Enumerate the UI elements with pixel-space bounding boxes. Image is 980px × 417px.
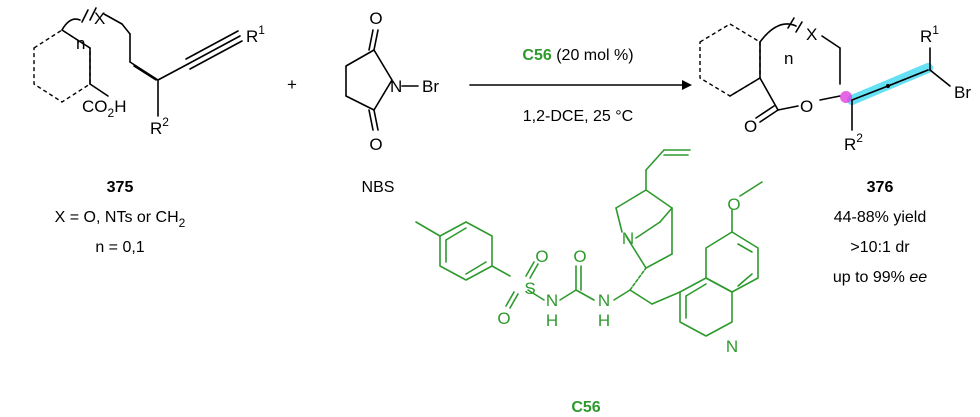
nbs-structure — [345, 29, 419, 131]
product-yield: 44-88% yield — [834, 209, 927, 226]
catalyst-o2: O — [497, 309, 510, 328]
product-n-label: n — [784, 49, 793, 68]
product-br-label: Br — [954, 83, 971, 102]
product-ee: up to 99% ee — [833, 269, 927, 286]
reactant-n-label: n — [76, 34, 85, 53]
catalyst-label: C56 — [571, 399, 600, 416]
stereocenter-highlight — [840, 91, 852, 103]
catalyst-methoxy-o: O — [727, 195, 740, 214]
catalyst-o1: O — [535, 247, 548, 266]
reactant-r2-label: R2 — [150, 115, 169, 138]
catalyst-o3: O — [573, 247, 586, 266]
product-dr: >10:1 dr — [850, 239, 910, 256]
catalyst-c56-structure — [415, 149, 763, 337]
nbs-o-top: O — [369, 9, 382, 28]
arrow-catalyst-text: C56 (20 mol %) — [522, 47, 633, 64]
plus-sign: + — [287, 75, 297, 94]
reactant-dashed-ring — [33, 29, 91, 103]
reactant-x-definition: X = O, NTs or CH2 — [55, 209, 186, 230]
catalyst-nh2-n: N — [598, 291, 610, 310]
product-dashed-ring — [699, 23, 761, 97]
catalyst-quinoline-n: N — [726, 337, 738, 356]
catalyst-s: S — [524, 279, 535, 298]
product-r1-label: R1 — [920, 23, 939, 46]
reaction-arrow — [469, 80, 692, 90]
reactant-n-definition: n = 0,1 — [95, 239, 144, 256]
reactant-acid-label: CO2H — [82, 97, 126, 120]
product-o-carbonyl: O — [744, 117, 757, 136]
product-r2-label: R2 — [844, 131, 863, 154]
catalyst-quinuclidine-n: N — [622, 229, 634, 248]
nbs-br: Br — [422, 77, 439, 96]
catalyst-nh1-h: H — [546, 311, 558, 330]
catalyst-nh1-n: N — [546, 291, 558, 310]
reactant-375-structure — [33, 7, 243, 117]
reactant-r1-label: R1 — [246, 23, 265, 46]
product-o-ester: O — [800, 97, 813, 116]
product-x-label: X — [806, 25, 817, 44]
nbs-name: NBS — [362, 179, 395, 196]
nbs-n: N — [390, 77, 402, 96]
product-id-label: 376 — [867, 179, 894, 196]
arrow-conditions-text: 1,2-DCE, 25 °C — [523, 108, 633, 125]
reactant-id-label: 375 — [107, 179, 134, 196]
catalyst-nh2-h: H — [598, 311, 610, 330]
nbs-o-bottom: O — [369, 135, 382, 154]
product-376-structure — [699, 17, 951, 131]
reactant-x-label: X — [94, 9, 105, 28]
